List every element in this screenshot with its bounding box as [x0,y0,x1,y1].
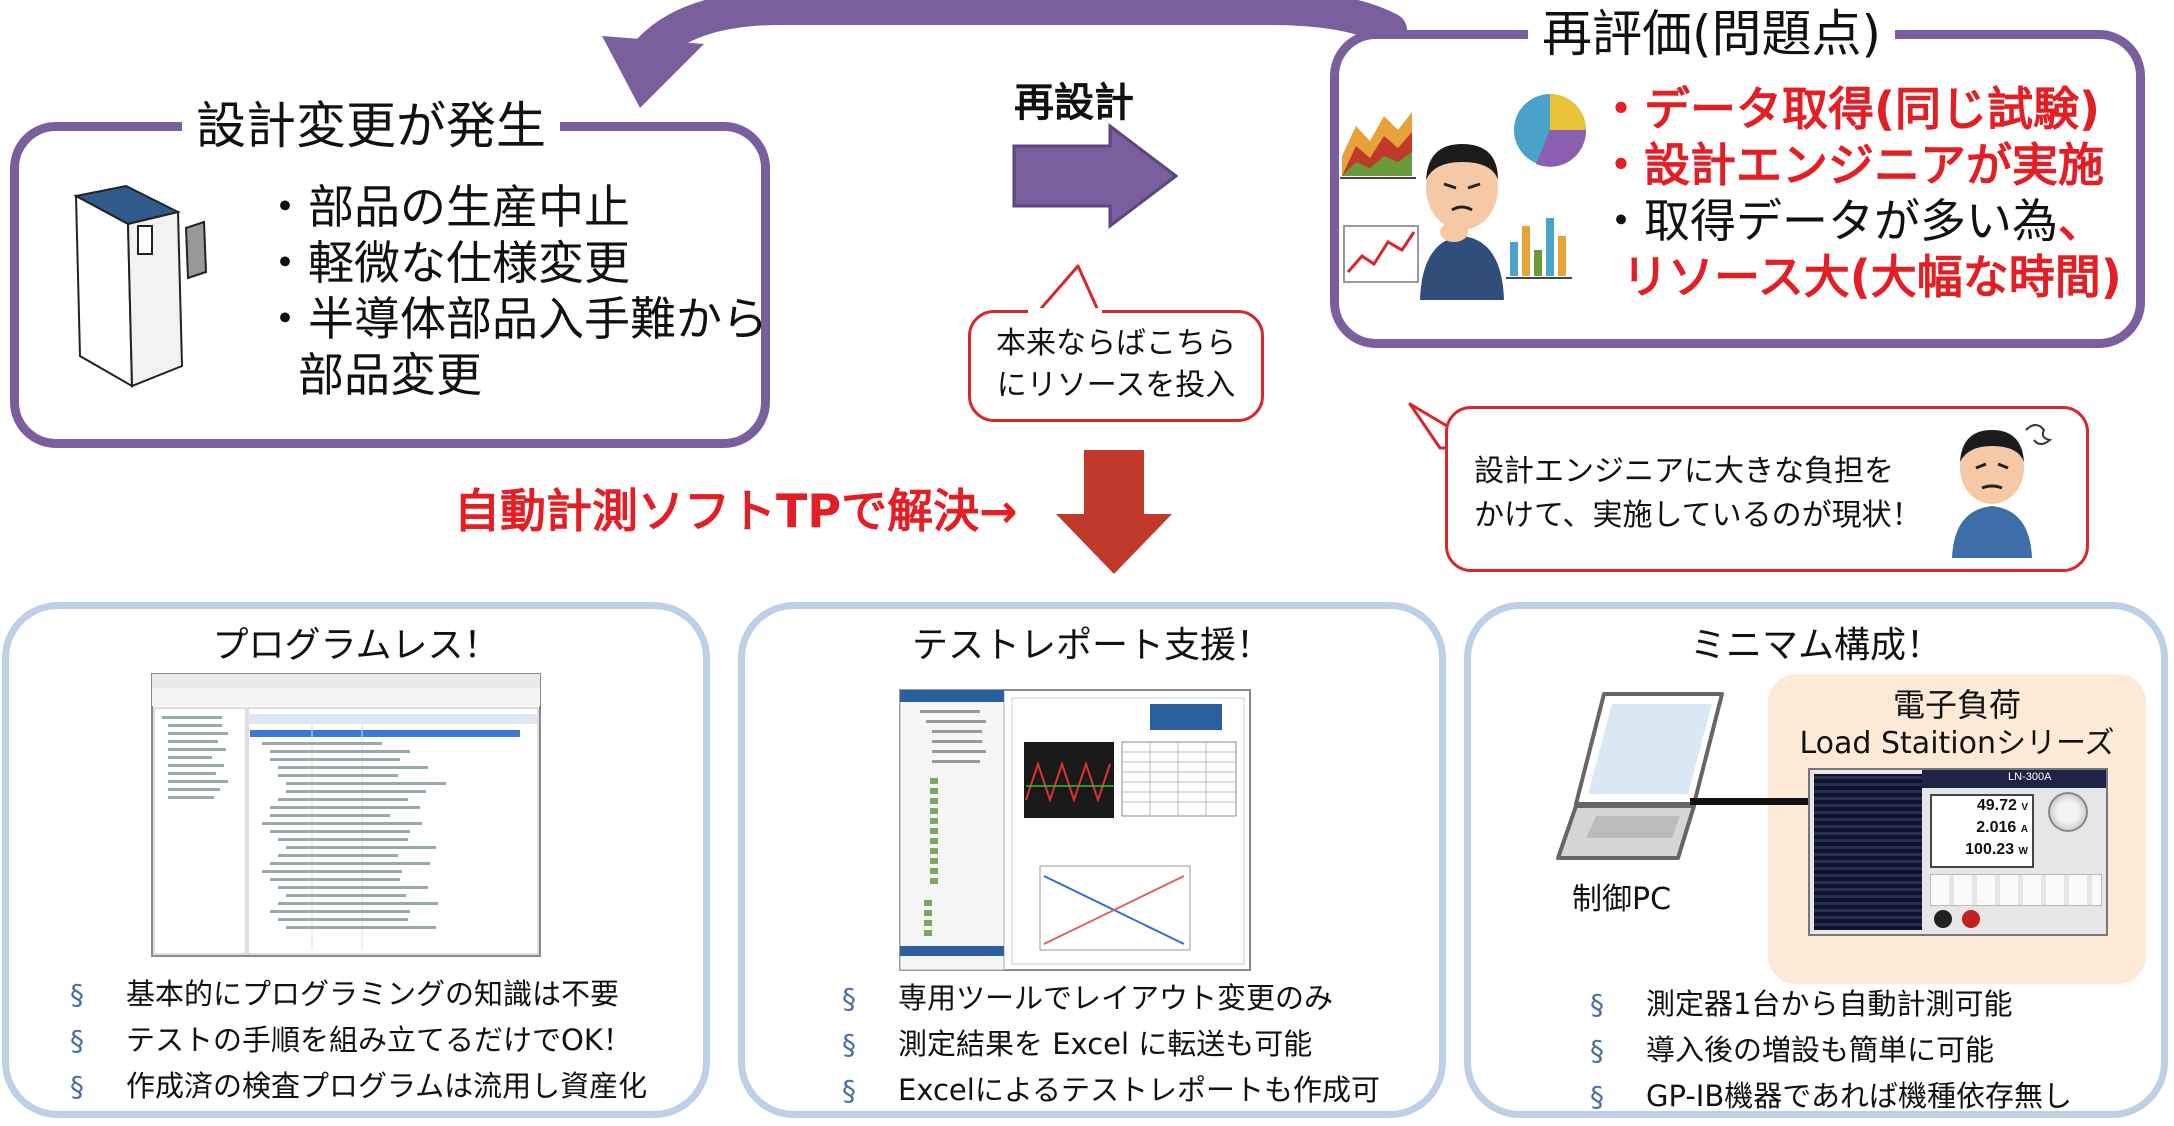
callout-burden-line: かけて、実施しているのが現状！ [1474,498,1922,533]
design-change-item: ・半導体部品入手難から [262,292,768,346]
feature-text: GP-IB機器であれば機種依存無し [1646,1079,2072,1113]
pc-label: 制御PC [1572,882,1672,917]
connection-cable [1690,798,1810,805]
callout-resource-line: にリソースを投入 [996,368,1236,403]
charts-illustration [1340,94,1587,283]
load-brand-strip [1922,770,2106,788]
panel-title: テストレポート支援！ [911,625,1272,666]
feature-item: § テストの手順を組み立てるだけでOK！ [70,1018,632,1063]
section-bullet-icon: § [70,1070,84,1103]
section-bullet-icon: § [70,1024,84,1057]
reevaluation-title: 再評価(問題点) [1528,4,1896,64]
callout-resource-tail-cover [1028,308,1102,316]
feature-text: テストの手順を組み立てるだけでOK！ [126,1023,632,1057]
feature-text: 測定器1台から自動計測可能 [1646,987,2013,1021]
callout-resource-line: 本来ならばこちら [996,326,1236,361]
reevaluation-item: ・取得データが多い為、 [1598,192,2104,250]
panel-title: ミニマム構成！ [1689,625,1942,666]
reevaluation-item-text: ・取得データが多い為 [1598,194,2058,248]
reevaluation-item: リソース大(大幅な時間) [1622,250,2122,304]
section-bullet-icon: § [1590,1034,1604,1067]
software-screenshot-programless [151,673,541,957]
section-bullet-icon: § [842,1028,856,1061]
design-change-item: 部品変更 [298,348,482,402]
section-bullet-icon: § [70,978,84,1011]
load-terminal-red [1962,910,1980,928]
feature-item: § 測定器1台から自動計測可能 [1590,982,2012,1027]
section-bullet-icon: § [842,1074,856,1107]
feature-item: § 作成済の検査プログラムは流用し資産化 [70,1064,647,1109]
feature-item: § 測定結果を Excel に転送も可能 [842,1022,1312,1067]
feature-item: § 導入後の増設も簡単に可能 [1590,1028,1994,1073]
load-station-series: Load Staitionシリーズ [1799,726,2115,761]
software-screenshot-report [899,689,1251,971]
laptop-icon [1556,692,1724,860]
load-station-title: 電子負荷 [1892,686,2021,724]
feature-item: § Excelによるテストレポートも作成可 [842,1068,1380,1113]
load-display: 49.72 V 2.016 A 100.23 W [1930,794,2034,868]
redesign-label: 再設計 [1014,80,1134,126]
design-change-item: ・軽微な仕様変更 [262,236,630,290]
redesign-arrow [1012,122,1179,230]
display-current: 2.016 A [1976,819,2028,836]
reevaluation-item: ・データ取得(同じ試験) [1598,82,2101,136]
section-bullet-icon: § [842,982,856,1015]
feature-text: Excelによるテストレポートも作成可 [898,1073,1380,1107]
load-model: LN-300A [2008,771,2052,783]
solution-label: 自動計測ソフトTPで解決→ [454,484,1018,538]
reevaluation-item-comma: 、 [2058,194,2104,248]
panel-title: プログラムレス！ [212,625,500,666]
feature-text: 導入後の増設も簡単に可能 [1646,1033,1995,1067]
load-button-grid [1930,874,2102,906]
worried-man-icon [1952,424,2053,558]
solution-down-arrow [1056,450,1172,574]
reevaluation-item: ・設計エンジニアが実施 [1598,138,2104,192]
feature-item: § 専用ツールでレイアウト変更のみ [842,976,1333,1021]
electronic-load-device: LN-300A 49.72 V 2.016 A 100.23 W [1808,768,2108,936]
document-binder-icon [73,184,208,388]
design-change-title: 設計変更が発生 [182,96,560,156]
thinking-man-icon [1420,144,1504,300]
feature-text: 測定結果を Excel に転送も可能 [898,1027,1313,1061]
load-knob [2048,792,2088,832]
display-power: 100.23 W [1965,841,2028,858]
section-bullet-icon: § [1590,1080,1604,1113]
callout-resource [968,310,1264,422]
feature-text: 専用ツールでレイアウト変更のみ [898,981,1334,1015]
callout-burden-line: 設計エンジニアに大きな負担を [1474,454,1894,489]
load-vent-panel [1814,774,1922,930]
section-bullet-icon: § [1590,988,1604,1021]
design-change-item: ・部品の生産中止 [262,180,630,234]
feature-text: 基本的にプログラミングの知識は不要 [126,977,620,1011]
display-voltage: 49.72 V [1976,797,2028,814]
feature-text: 作成済の検査プログラムは流用し資産化 [126,1069,648,1103]
load-terminal-black [1934,910,1952,928]
feature-item: § GP-IB機器であれば機種依存無し [1590,1074,2072,1119]
feature-item: § 基本的にプログラミングの知識は不要 [70,972,619,1017]
